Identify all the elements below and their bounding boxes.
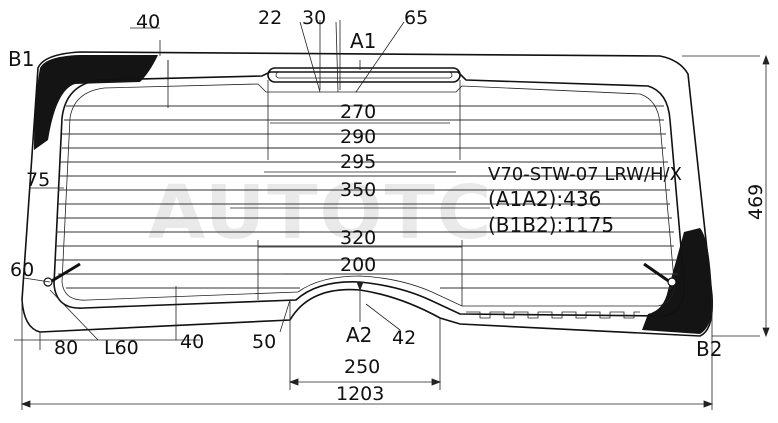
dim-bot-50: 50 bbox=[252, 331, 276, 353]
black-band-top-left bbox=[34, 55, 158, 150]
dim-bot-l60: L60 bbox=[104, 337, 139, 359]
dimension-lines bbox=[14, 21, 770, 408]
inner-border-2 bbox=[61, 83, 675, 307]
spec-b1b2: (B1B2):1175 bbox=[488, 213, 614, 237]
brake-light-housing bbox=[267, 67, 461, 83]
brake-light bbox=[275, 71, 453, 79]
dim-top-30: 30 bbox=[302, 7, 326, 29]
point-a2: A2 bbox=[346, 323, 372, 347]
dim-top-65: 65 bbox=[404, 7, 428, 29]
glass-outline bbox=[21, 51, 714, 337]
part-code: V70-STW-07 LRW/H/X bbox=[488, 164, 682, 185]
dim-320: 320 bbox=[340, 227, 376, 249]
watermark: AUTOTC bbox=[148, 170, 493, 256]
dim-bot-42: 42 bbox=[392, 327, 416, 349]
point-a1: A1 bbox=[350, 29, 376, 53]
dim-270: 270 bbox=[340, 101, 376, 123]
point-b1: B1 bbox=[8, 47, 34, 71]
spec-a1a2: (A1A2):436 bbox=[488, 187, 601, 211]
heating-grid bbox=[56, 105, 678, 289]
inner-border bbox=[53, 71, 685, 317]
right-wiper-pivot bbox=[667, 277, 677, 287]
black-band-bottom-right bbox=[642, 228, 713, 334]
dim-200: 200 bbox=[340, 254, 376, 276]
dim-bot-80: 80 bbox=[54, 337, 78, 359]
dim-350: 350 bbox=[340, 179, 376, 201]
dim-1203: 1203 bbox=[336, 383, 384, 405]
dim-290: 290 bbox=[340, 126, 376, 148]
dim-left-60: 60 bbox=[10, 259, 34, 281]
point-b2: B2 bbox=[696, 337, 722, 361]
dim-295: 295 bbox=[340, 151, 376, 173]
left-wiper-mark bbox=[49, 262, 81, 284]
right-wiper-mark bbox=[643, 262, 671, 284]
dim-250: 250 bbox=[344, 356, 380, 378]
extension-lines bbox=[21, 20, 760, 410]
dim-top-40: 40 bbox=[136, 11, 160, 33]
dim-left-75: 75 bbox=[26, 169, 50, 191]
dim-469: 469 bbox=[745, 184, 767, 220]
dim-top-22: 22 bbox=[258, 7, 282, 29]
dim-bot-40: 40 bbox=[180, 331, 204, 353]
connector-comb bbox=[466, 311, 640, 319]
